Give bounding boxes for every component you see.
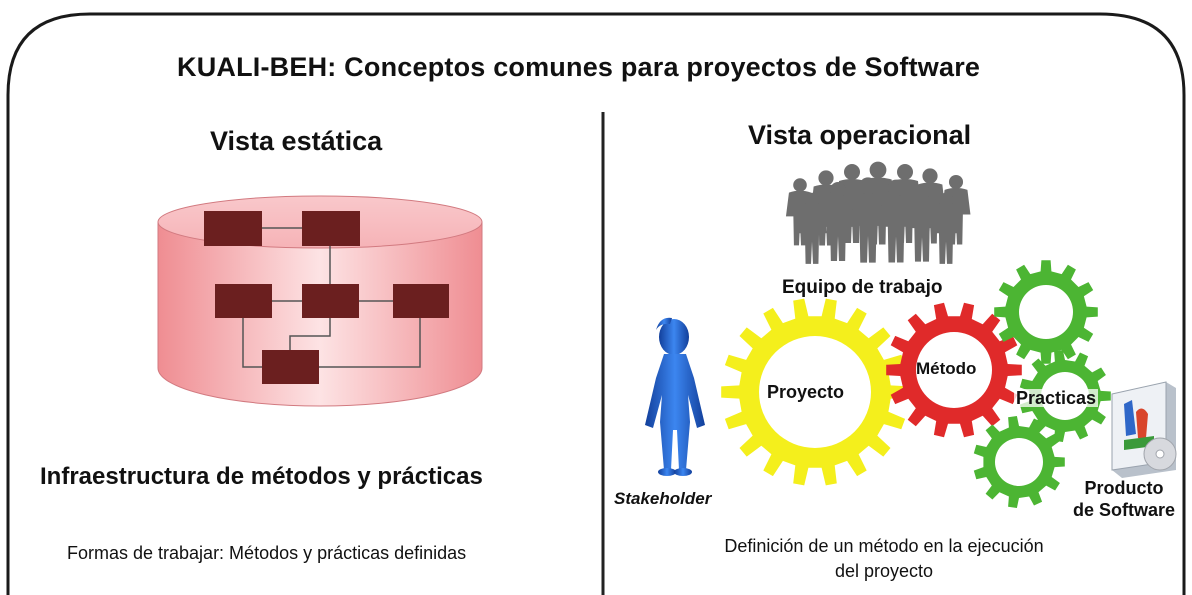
structure-box [262,350,319,384]
work-team-label: Equipo de trabajo [782,277,943,298]
method-label: Método [916,359,977,378]
structure-box [215,284,272,318]
practice-gear-icon [994,260,1098,364]
team-member-body [931,206,961,264]
team-member-icon [938,192,954,208]
team-member-body [850,193,886,263]
product-label-line1: Producto [1084,478,1164,498]
software-product-icon [1111,381,1177,478]
caption-line2: del proyecto [834,561,934,581]
structure-box [204,211,262,246]
team-member-icon [818,170,834,186]
operational-view-caption: Definición de un método en la ejecución … [654,534,1114,584]
project-label: Proyecto [767,382,845,402]
practice-gear-icon [1019,350,1111,442]
team-member-body [797,206,827,264]
software-product-label: Producto de Software [1054,477,1192,521]
operational-view-heading: Vista operacional [748,120,972,150]
team-member-icon [887,179,905,197]
product-label-line2: de Software [1072,500,1176,520]
team-member-icon [793,178,807,192]
team-member-icon [830,182,846,198]
diagram-title: KUALI-BEH: Conceptos comunes para proyec… [177,52,981,82]
outer-frame [6,12,1186,595]
structure-boxes [204,211,449,384]
practice-gear-icon [973,416,1065,508]
structure-connectors [242,227,421,368]
infrastructure-label: Infraestructura de métodos y prácticas [40,463,483,490]
team-member-icon [948,174,964,190]
team-member-icon [859,177,877,195]
team-member-icon [914,184,930,200]
project-gear-icon [721,298,909,486]
team-member-body [906,198,938,262]
method-gear-icon [886,302,1022,438]
practices-label: Practicas [1014,388,1099,408]
team-member-body [879,195,913,263]
structure-box [302,211,360,246]
work-team-crowd-icon [785,161,971,264]
team-member-icon [869,161,887,179]
team-member-icon [844,164,860,180]
team-member-body [822,197,854,261]
stakeholder-label: Stakeholder [614,489,712,508]
structure-box [393,284,449,318]
structure-box [302,284,359,318]
team-member-icon [922,168,938,184]
static-view-caption: Formas de trabajar: Métodos y prácticas … [67,543,467,563]
caption-line1: Definición de un método en la ejecución [724,536,1044,556]
static-view-heading: Vista estática [210,126,383,156]
team-member-icon [897,164,913,180]
stakeholder-person-icon [645,317,705,476]
team-member-icon [804,192,820,208]
